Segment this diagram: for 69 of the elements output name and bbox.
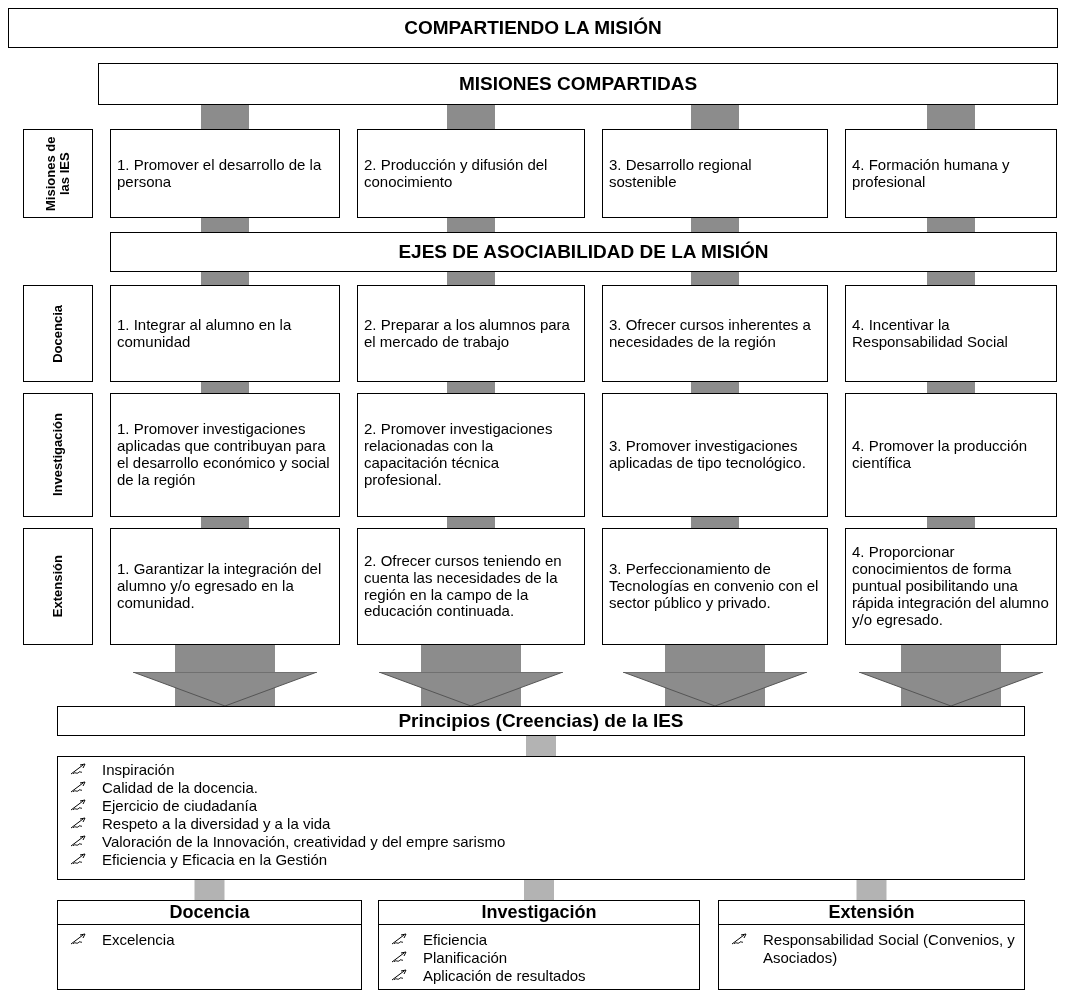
row-label: Extensión	[23, 528, 93, 645]
list-item: Eficiencia	[423, 931, 488, 949]
connector-bar	[201, 105, 249, 129]
connector-bar	[447, 382, 495, 393]
card-heading: Investigación	[379, 901, 699, 925]
connector-bar	[927, 382, 975, 393]
principles-list-box	[57, 756, 1025, 880]
card-heading: Docencia	[58, 901, 361, 925]
connector-bar	[201, 382, 249, 393]
connector-bar	[194, 880, 225, 900]
list-item: Valoración de la Innovación, creatividad y del empre sarismo	[102, 833, 506, 851]
list-item: Respeto a la diversidad y a la vida	[102, 815, 331, 833]
block-arrow	[622, 645, 808, 707]
text-box: 4. Promover la producción científica	[845, 393, 1057, 517]
connector-bar	[691, 272, 739, 285]
connector-bar	[856, 880, 887, 900]
row-label: Misiones de las IES	[23, 129, 93, 218]
connector-bar	[201, 272, 249, 285]
text-box: 3. Promover investigaciones aplicadas de tipo tecnológico.	[602, 393, 828, 517]
list-item: Eficiencia y Eficacia en la Gestión	[102, 851, 328, 869]
text-box: 2. Promover investigaciones relacionadas con la capacitación técnica profesional.	[357, 393, 585, 517]
text-box: 4. Incentivar la Responsabilidad Social	[845, 285, 1057, 382]
row-label: Investigación	[23, 393, 93, 517]
block-arrow	[132, 645, 318, 707]
list-item: Excelencia	[102, 931, 175, 949]
list-item: Ejercicio de ciudadanía	[102, 797, 258, 815]
text-box: 3. Perfeccionamiento de Tecnologías en convenio con el sector público y privado.	[602, 528, 828, 645]
connector-bar	[201, 517, 249, 528]
text-box: 2. Preparar a los alumnos para el mercado de trabajo	[357, 285, 585, 382]
section-banner: EJES DE ASOCIABILIDAD DE LA MISIÓN	[110, 232, 1057, 272]
text-box: 1. Integrar al alumno en la comunidad	[110, 285, 340, 382]
connector-bar	[526, 736, 556, 756]
text-box: 1. Promover el desarrollo de la persona	[110, 129, 340, 218]
connector-bar	[201, 218, 249, 232]
text-box: 1. Garantizar la integración del alumno y/o egresado en la comunidad.	[110, 528, 340, 645]
section-banner: MISIONES COMPARTIDAS	[98, 63, 1058, 105]
connector-bar	[524, 880, 554, 900]
text-box: 4. Proporcionar conocimientos de forma puntual posibilitando una rápida integración del alumno y/o egresado.	[845, 528, 1057, 645]
text-box: 1. Promover investigaciones aplicadas que contribuyan para el desarrollo económico y social de la región	[110, 393, 340, 517]
text-box: 4. Formación humana y profesional	[845, 129, 1057, 218]
connector-bar	[447, 517, 495, 528]
principles-banner: Principios (Creencias) de la IES	[57, 706, 1025, 736]
list-item: Calidad de la docencia.	[102, 779, 258, 797]
block-arrow	[858, 645, 1044, 707]
connector-bar	[447, 105, 495, 129]
connector-bar	[447, 272, 495, 285]
connector-bar	[927, 517, 975, 528]
connector-bar	[447, 218, 495, 232]
connector-bar	[691, 517, 739, 528]
connector-bar	[927, 272, 975, 285]
connector-bar	[691, 218, 739, 232]
connector-bar	[691, 105, 739, 129]
list-item: Inspiración	[102, 761, 175, 779]
title-banner: COMPARTIENDO LA MISIÓN	[8, 8, 1058, 48]
area-card	[718, 900, 1025, 990]
area-card	[57, 900, 362, 990]
list-item: Responsabilidad Social (Convenios, y Asociados)	[763, 931, 1016, 967]
list-item: Planificación	[423, 949, 508, 967]
block-arrow	[378, 645, 564, 707]
row-label: Docencia	[23, 285, 93, 382]
card-heading: Extensión	[719, 901, 1024, 925]
connector-bar	[927, 105, 975, 129]
list-item: Aplicación de resultados	[423, 967, 586, 985]
text-box: 3. Ofrecer cursos inherentes a necesidades de la región	[602, 285, 828, 382]
text-box: 2. Producción y difusión del conocimiento	[357, 129, 585, 218]
text-box: 3. Desarrollo regional sostenible	[602, 129, 828, 218]
text-box: 2. Ofrecer cursos teniendo en cuenta las necesidades de la región en la campo de la educación continuada.	[357, 528, 585, 645]
area-card	[378, 900, 700, 990]
connector-bar	[927, 218, 975, 232]
